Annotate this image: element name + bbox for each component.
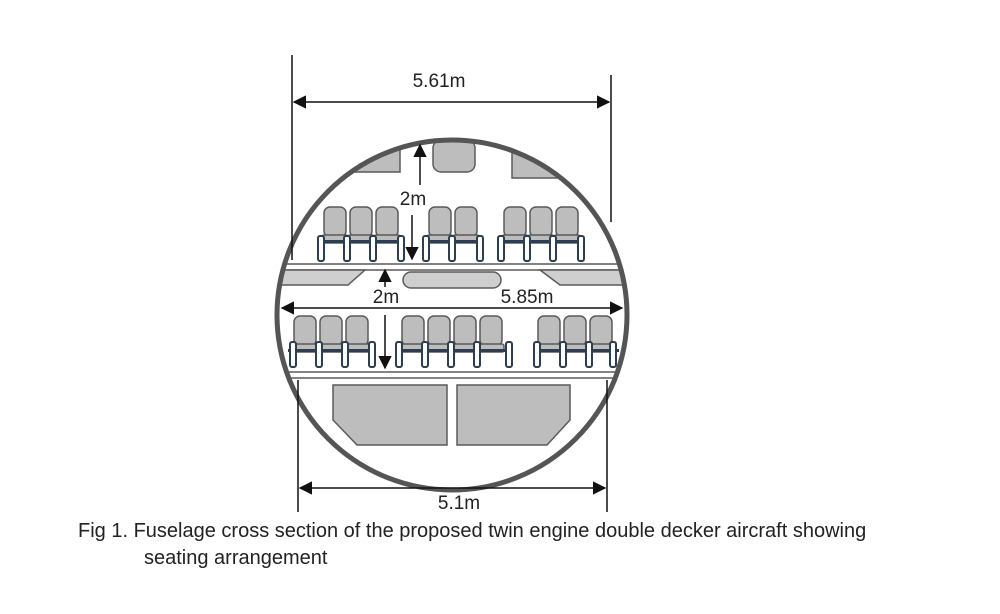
lower-deck-seat-block-left bbox=[288, 315, 376, 368]
cargo-container-right bbox=[456, 384, 571, 446]
upper-deck-height-dimension: 2m bbox=[400, 143, 427, 261]
top-width-label: 5.61m bbox=[413, 71, 466, 92]
upper-deck-seat-block-left bbox=[317, 206, 405, 262]
top-width-dimension: 5.61m bbox=[291, 55, 612, 260]
lower-deck-seat-block-right bbox=[533, 315, 619, 368]
fuselage-outline bbox=[274, 137, 630, 493]
lower-deck-width-label: 5.85m bbox=[501, 287, 554, 308]
upper-deck-seat-block-center bbox=[422, 206, 484, 262]
lower-deck-seat-block-center bbox=[395, 315, 513, 368]
upper-deck-height-label: 2m bbox=[400, 189, 426, 210]
figure-caption: Fig 1. Fuselage cross section of the pro… bbox=[78, 518, 958, 572]
lower-deck-floor bbox=[277, 371, 627, 379]
center-duct bbox=[402, 271, 502, 289]
caption-line-1: Fig 1. Fuselage cross section of the pro… bbox=[78, 520, 867, 542]
bottom-width-label: 5.1m bbox=[438, 493, 480, 514]
cargo-container-left bbox=[332, 384, 448, 446]
fuselage-interior bbox=[277, 140, 627, 446]
bottom-width-dimension: 5.1m bbox=[297, 380, 608, 514]
caption-line-2: seating arrangement bbox=[144, 547, 328, 569]
upper-deck-floor bbox=[277, 263, 627, 289]
upper-left-overhead-bin bbox=[329, 140, 401, 173]
upper-center-overhead-bin bbox=[432, 140, 476, 173]
upper-right-overhead-bin bbox=[511, 140, 581, 179]
lower-deck-height-label: 2m bbox=[373, 287, 399, 308]
lower-deck-width-dimension: 5.85m bbox=[280, 287, 624, 315]
upper-deck-seat-block-right bbox=[497, 206, 585, 262]
